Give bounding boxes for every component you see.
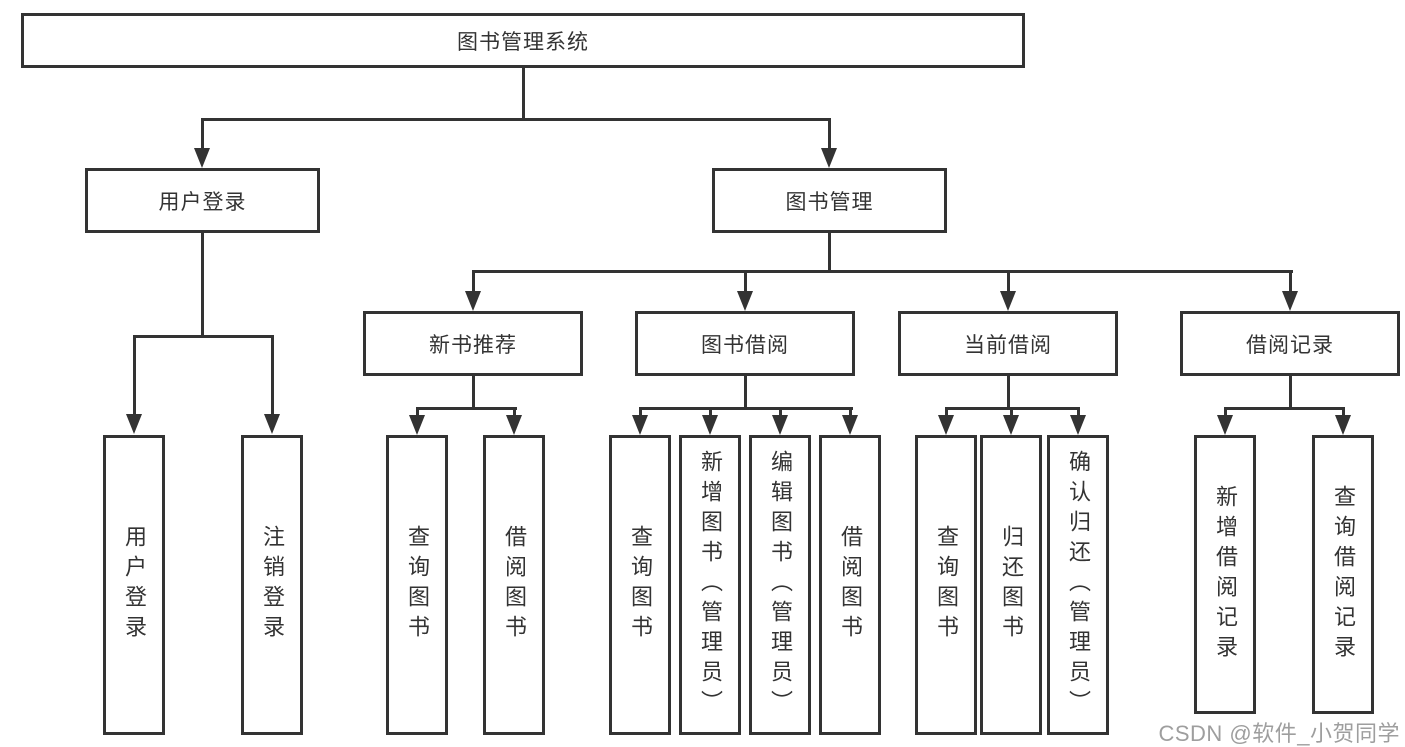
csdn-watermark: CSDN @软件_小贺同学 (1158, 721, 1400, 746)
connector-borrow-records-hline (1224, 407, 1345, 410)
connector-drop-book-management (828, 118, 831, 150)
leaf-add-book-admin: 新增图书（管理员） (679, 435, 741, 735)
leaf-query-books-3: 查询图书 (915, 435, 977, 735)
connector-drop-leaf (271, 335, 274, 416)
node-new-book-recommend: 新书推荐 (363, 311, 583, 376)
node-borrow-records: 借阅记录 (1180, 311, 1400, 376)
connector-drop-leaf (849, 407, 852, 417)
arrowhead-down (1217, 415, 1233, 435)
node-label: 图书管理系统 (457, 30, 589, 54)
arrowhead-down (1335, 415, 1351, 435)
connector-new-books-hline (416, 407, 517, 410)
arrowhead-down (702, 415, 718, 435)
leaf-confirm-return-admin: 确认归还（管理员） (1047, 435, 1109, 735)
connector-level3-hline (472, 270, 1293, 273)
connector-drop-leaf (513, 407, 516, 417)
arrowhead-down (126, 414, 142, 434)
connector-drop-leaf (945, 407, 948, 417)
arrowhead-down (1070, 415, 1086, 435)
leaf-label: 查询图书 (934, 525, 959, 645)
leaf-label: 归还图书 (999, 525, 1024, 645)
node-book-management-system: 图书管理系统 (21, 13, 1025, 68)
connector-current-borrow-stub (1007, 376, 1010, 409)
connector-drop-user-login (201, 118, 204, 150)
arrowhead-down (1003, 415, 1019, 435)
connector-book-borrow-stub (744, 376, 747, 409)
connector-drop-leaf (416, 407, 419, 417)
leaf-label: 查询借阅记录 (1331, 484, 1356, 665)
leaf-label: 借阅图书 (838, 525, 863, 645)
connector-user-login-stub (201, 233, 204, 337)
leaf-borrow-books-1: 借阅图书 (483, 435, 545, 735)
connector-drop-leaf (133, 335, 136, 416)
connector-new-books-stub (472, 376, 475, 409)
connector-book-borrow-hline (639, 407, 853, 410)
arrowhead-down (194, 148, 210, 168)
leaf-query-borrow-record: 查询借阅记录 (1312, 435, 1374, 714)
leaf-label: 新增借阅记录 (1213, 484, 1238, 665)
connector-drop-new-books (472, 270, 475, 293)
arrowhead-down (409, 415, 425, 435)
node-book-borrow: 图书借阅 (635, 311, 855, 376)
leaf-user-login: 用户登录 (103, 435, 165, 735)
connector-drop-leaf (1010, 407, 1013, 417)
arrowhead-down (1000, 291, 1016, 311)
connector-drop-leaf (779, 407, 782, 417)
arrowhead-down (465, 291, 481, 311)
node-current-borrow: 当前借阅 (898, 311, 1118, 376)
arrowhead-down (772, 415, 788, 435)
leaf-label: 用户登录 (122, 525, 147, 645)
leaf-label: 查询图书 (628, 525, 653, 645)
node-label: 新书推荐 (429, 333, 517, 357)
connector-drop-leaf (1077, 407, 1080, 417)
leaf-label: 借阅图书 (502, 525, 527, 645)
leaf-label: 查询图书 (405, 525, 430, 645)
leaf-label: 新增图书（管理员） (698, 450, 723, 720)
leaf-logout: 注销登录 (241, 435, 303, 735)
arrowhead-down (842, 415, 858, 435)
arrowhead-down (264, 414, 280, 434)
connector-drop-leaf (1224, 407, 1227, 417)
connector-user-login-hline (133, 335, 274, 338)
arrowhead-down (737, 291, 753, 311)
node-book-management: 图书管理 (712, 168, 947, 233)
leaf-borrow-books-2: 借阅图书 (819, 435, 881, 735)
connector-root-hline (201, 118, 831, 121)
node-label: 借阅记录 (1246, 333, 1334, 357)
leaf-return-book: 归还图书 (980, 435, 1042, 735)
connector-drop-leaf (1342, 407, 1345, 417)
arrowhead-down (506, 415, 522, 435)
node-label: 当前借阅 (964, 333, 1052, 357)
connector-book-management-stub (828, 233, 831, 272)
node-label: 图书管理 (785, 190, 874, 214)
leaf-query-books-1: 查询图书 (386, 435, 448, 735)
node-label: 图书借阅 (701, 333, 789, 357)
leaf-edit-book-admin: 编辑图书（管理员） (749, 435, 811, 735)
node-user-login: 用户登录 (85, 168, 320, 233)
leaf-label: 注销登录 (260, 525, 285, 645)
arrowhead-down (1282, 291, 1298, 311)
arrowhead-down (938, 415, 954, 435)
connector-borrow-records-stub (1289, 376, 1292, 409)
connector-drop-leaf (639, 407, 642, 417)
leaf-query-books-2: 查询图书 (609, 435, 671, 735)
node-label: 用户登录 (158, 190, 247, 214)
leaf-label: 编辑图书（管理员） (768, 450, 793, 720)
arrowhead-down (821, 148, 837, 168)
leaf-add-borrow-record: 新增借阅记录 (1194, 435, 1256, 714)
connector-drop-book-borrow (744, 270, 747, 293)
connector-drop-leaf (709, 407, 712, 417)
connector-root-stub (522, 68, 525, 119)
connector-drop-borrow-records (1289, 270, 1292, 293)
arrowhead-down (632, 415, 648, 435)
leaf-label: 确认归还（管理员） (1066, 450, 1091, 720)
connector-drop-current-borrow (1007, 270, 1010, 293)
